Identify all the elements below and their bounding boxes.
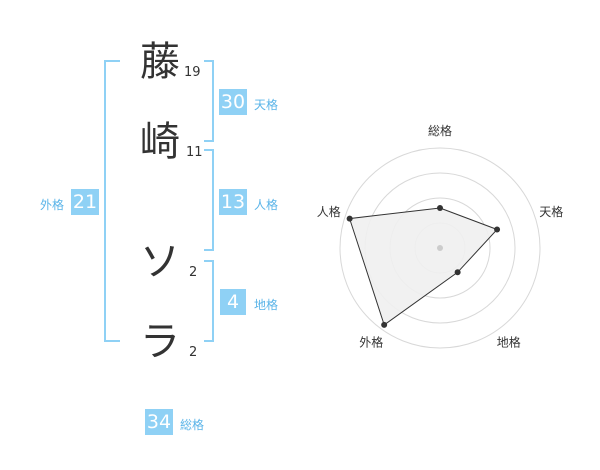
radar-polygon: [348, 207, 498, 326]
radar-point-2: [454, 269, 461, 276]
radar-point-1: [494, 226, 501, 233]
radar-axis-label-2: 地格: [497, 335, 521, 350]
name-char-2: 崎: [140, 119, 180, 165]
chikaku-value: 4: [220, 289, 246, 315]
stroke-count-3: 2: [189, 265, 198, 280]
tenkaku-label: 天格: [254, 98, 279, 112]
radar-axis-label-0: 総格: [428, 123, 452, 138]
soukaku-label: 総格: [180, 418, 205, 432]
jinkaku-bracket: [204, 149, 214, 251]
gaikaku-label: 外格: [40, 198, 65, 212]
tenkaku-value: 30: [219, 89, 247, 115]
radar-point-0: [437, 205, 443, 211]
stroke-count-4: 2: [189, 345, 198, 360]
tenkaku-bracket: [204, 60, 214, 142]
radar-center-dot: [437, 245, 443, 251]
jinkaku-label: 人格: [254, 198, 279, 212]
chikaku-label: 地格: [254, 298, 279, 312]
radar-point-4: [346, 215, 353, 222]
name-char-4: ラ: [140, 319, 180, 365]
jinkaku-value: 13: [219, 189, 247, 215]
radar-axis-label-4: 人格: [317, 204, 341, 219]
radar-axis-label-3: 外格: [359, 335, 383, 350]
stroke-count-2: 11: [186, 145, 203, 160]
radar-axis-label-1: 天格: [539, 204, 563, 219]
radar-points: [346, 205, 501, 328]
radar-point-3: [381, 321, 388, 328]
chikaku-bracket: [204, 260, 214, 342]
soukaku-value: 34: [145, 409, 173, 435]
name-char-3: ソ: [140, 239, 180, 285]
name-char-1: 藤: [140, 39, 180, 85]
gaikaku-value: 21: [71, 189, 99, 215]
gaikaku-bracket: [104, 60, 120, 342]
stroke-count-1: 19: [184, 65, 201, 80]
